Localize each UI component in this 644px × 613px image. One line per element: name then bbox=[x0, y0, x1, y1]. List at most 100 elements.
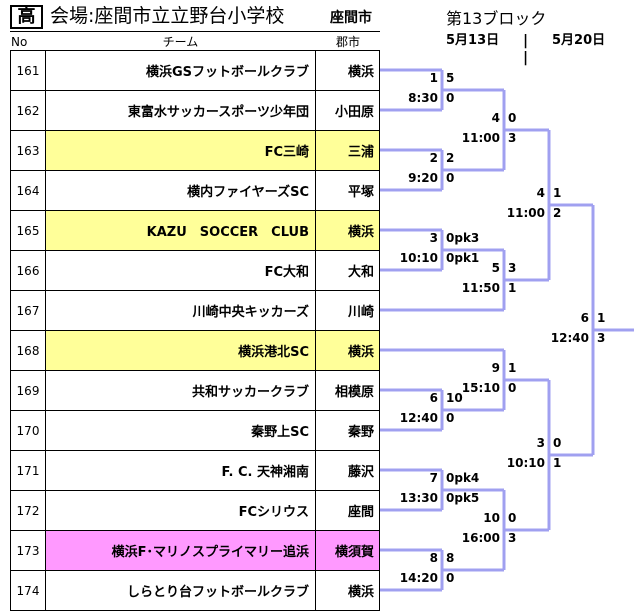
team-city: 藤沢 bbox=[315, 450, 380, 491]
match-time: 10:10 bbox=[506, 456, 545, 470]
match-court-number: 1 bbox=[429, 71, 438, 85]
column-header-team: チーム bbox=[162, 35, 199, 49]
team-number: 162 bbox=[10, 90, 46, 131]
match-score-top: 10 bbox=[446, 391, 463, 405]
match-score-top: 1 bbox=[508, 361, 517, 375]
match-score-top: 1 bbox=[553, 186, 562, 200]
match-court-number: 8 bbox=[429, 551, 438, 565]
team-city: 横浜 bbox=[315, 210, 380, 251]
date-separator: | bbox=[523, 50, 529, 66]
team-city: 横須賀 bbox=[315, 530, 380, 571]
team-name: FC三崎 bbox=[45, 130, 316, 171]
match-score-top: 8 bbox=[446, 551, 455, 565]
team-name: 横浜港北SC bbox=[45, 330, 316, 371]
team-number: 171 bbox=[10, 450, 46, 491]
match-court-number: 4 bbox=[536, 186, 545, 200]
match-score-top: 0pk3 bbox=[446, 231, 480, 245]
team-name: F. C. 天神湘南 bbox=[45, 450, 316, 491]
venue-city: 座間市 bbox=[330, 10, 372, 26]
team-name: 東富水サッカースポーツ少年団 bbox=[45, 90, 316, 131]
match-score-top: 2 bbox=[446, 151, 455, 165]
match-score-bottom: 0 bbox=[446, 411, 455, 425]
match-score-bottom: 0 bbox=[446, 91, 455, 105]
team-city: 秦野 bbox=[315, 410, 380, 451]
match-score-top: 1 bbox=[597, 311, 606, 325]
team-city: 三浦 bbox=[315, 130, 380, 171]
team-number: 168 bbox=[10, 330, 46, 371]
match-score-bottom: 1 bbox=[508, 281, 517, 295]
match-court-number: 3 bbox=[536, 436, 545, 450]
team-city: 横浜 bbox=[315, 50, 380, 91]
match-time: 15:10 bbox=[461, 381, 500, 395]
match-time: 12:40 bbox=[399, 411, 438, 425]
block-title: 第13ブロック bbox=[446, 9, 547, 28]
match-court-number: 2 bbox=[429, 151, 438, 165]
team-city: 相模原 bbox=[315, 370, 380, 411]
team-name: KAZU SOCCER CLUB bbox=[45, 210, 316, 251]
match-score-top: 0pk4 bbox=[446, 471, 480, 485]
team-city: 大和 bbox=[315, 250, 380, 291]
column-header-no: No bbox=[11, 35, 28, 49]
team-name: FC大和 bbox=[45, 250, 316, 291]
match-score-bottom: 0 bbox=[446, 171, 455, 185]
team-city: 座間 bbox=[315, 490, 380, 531]
date-round-1: 5月13日 bbox=[446, 33, 500, 48]
match-score-bottom: 3 bbox=[508, 531, 517, 545]
team-number: 166 bbox=[10, 250, 46, 291]
team-city: 川崎 bbox=[315, 290, 380, 331]
header-divider bbox=[10, 31, 380, 32]
team-number: 165 bbox=[10, 210, 46, 251]
team-number: 173 bbox=[10, 530, 46, 571]
match-score-bottom: 0 bbox=[446, 571, 455, 585]
match-time: 13:30 bbox=[399, 491, 438, 505]
team-number: 163 bbox=[10, 130, 46, 171]
match-score-bottom: 0pk1 bbox=[446, 251, 480, 265]
match-score-bottom: 0pk5 bbox=[446, 491, 480, 505]
team-number: 172 bbox=[10, 490, 46, 531]
team-name: 横浜GSフットボールクラブ bbox=[45, 50, 316, 91]
match-time: 10:10 bbox=[399, 251, 438, 265]
team-name: FCシリウス bbox=[45, 490, 316, 531]
match-score-bottom: 1 bbox=[553, 456, 562, 470]
match-court-number: 9 bbox=[491, 361, 500, 375]
match-court-number: 6 bbox=[580, 311, 589, 325]
match-time: 14:20 bbox=[399, 571, 438, 585]
match-score-top: 5 bbox=[446, 71, 455, 85]
match-court-number: 10 bbox=[483, 511, 500, 525]
team-number: 174 bbox=[10, 570, 46, 611]
match-time: 9:20 bbox=[408, 171, 438, 185]
team-number: 167 bbox=[10, 290, 46, 331]
team-name: しらとり台フットボールクラブ bbox=[45, 570, 316, 611]
venue-title: 会場:座間市立立野台小学校 bbox=[50, 5, 285, 27]
team-city: 小田原 bbox=[315, 90, 380, 131]
match-time: 11:00 bbox=[506, 206, 545, 220]
match-court-number: 4 bbox=[491, 111, 500, 125]
team-number: 161 bbox=[10, 50, 46, 91]
team-name: 川崎中央キッカーズ bbox=[45, 290, 316, 331]
match-court-number: 6 bbox=[429, 391, 438, 405]
grade-badge: 高 bbox=[10, 5, 43, 29]
match-court-number: 3 bbox=[429, 231, 438, 245]
team-city: 横浜 bbox=[315, 570, 380, 611]
match-score-bottom: 2 bbox=[553, 206, 562, 220]
match-court-number: 5 bbox=[491, 261, 500, 275]
match-score-top: 3 bbox=[508, 261, 517, 275]
team-name: 共和サッカークラブ bbox=[45, 370, 316, 411]
match-time: 8:30 bbox=[408, 91, 438, 105]
match-score-top: 0 bbox=[508, 111, 517, 125]
match-time: 11:00 bbox=[461, 131, 500, 145]
column-header-city: 郡市 bbox=[335, 35, 360, 49]
team-number: 170 bbox=[10, 410, 46, 451]
team-name: 秦野上SC bbox=[45, 410, 316, 451]
match-time: 12:40 bbox=[550, 331, 589, 345]
